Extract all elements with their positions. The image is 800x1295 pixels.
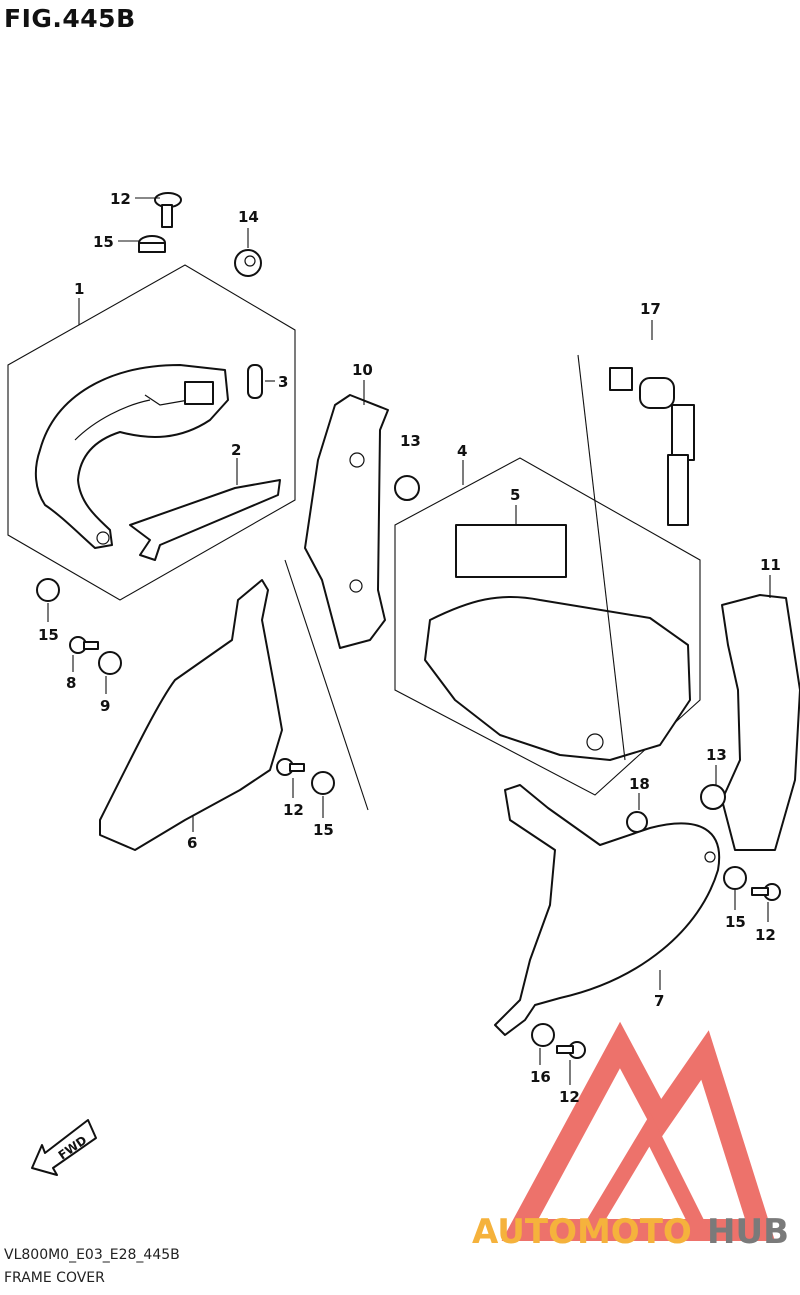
leader-lines [47,197,771,1085]
part-9-collar [98,651,122,675]
part-13-grommet [394,475,420,501]
part-12-screw-top [154,192,182,228]
part-3-collar [247,364,263,399]
callout-15-top: 15 [93,233,114,251]
part-2-bracket [129,479,281,561]
part-1-frame-cover [34,364,229,549]
callout-13-right: 13 [706,746,727,764]
callout-15-left: 15 [38,626,59,644]
watermark-logo [501,1021,775,1241]
callout-10: 10 [352,361,373,379]
reference-line-left [284,559,369,811]
callout-7: 7 [654,992,664,1010]
assembly-outline-4 [394,457,701,796]
callout-3: 3 [278,373,288,391]
part-17-lock-set [609,367,695,526]
part-12-screw-center [276,758,305,776]
callout-14: 14 [238,208,259,226]
assembly-outline-1 [7,264,296,601]
reference-line-right [577,354,626,761]
part-14-grommet [234,249,262,277]
part-4-frame-cover [424,595,691,761]
callout-5: 5 [510,486,520,504]
part-10-bracket [304,394,389,649]
part-11-bracket [721,594,800,851]
part-7-side-cover [494,784,721,1036]
callout-17: 17 [640,300,661,318]
callout-16: 16 [530,1068,551,1086]
part-6-lower-cover [99,579,283,851]
svg-text:HUB: HUB [707,1212,789,1252]
figure-caption: FRAME COVER [4,1270,105,1286]
part-16-collar [531,1023,555,1047]
part-15-grommet-left [36,578,60,602]
watermark-text: AUTOMOTO HUB [472,1212,789,1252]
fwd-arrow-icon: FWD [31,1119,97,1176]
callout-13-center: 13 [400,432,421,450]
callout-12-top: 12 [110,190,131,208]
part-15-grommet-right [723,866,747,890]
callout-1: 1 [74,280,84,298]
part-8-bolt [69,636,99,654]
callout-11: 11 [760,556,781,574]
part-15-grommet-top [138,235,166,253]
callout-12-bottom: 12 [559,1088,580,1106]
callout-18: 18 [629,775,650,793]
part-5-label [455,524,567,578]
callout-12-center: 12 [283,801,304,819]
part-13-grommet-right [700,784,726,810]
callout-4: 4 [457,442,467,460]
svg-text:AUTOMOTO: AUTOMOTO [472,1212,692,1252]
part-12-screw-right [751,883,781,901]
callout-9: 9 [100,697,110,715]
model-code: VL800M0_E03_E28_445B [4,1247,180,1263]
part-15-grommet-center [311,771,335,795]
part-12-screw-bottom [556,1041,586,1059]
callout-6: 6 [187,834,197,852]
callout-15-center: 15 [313,821,334,839]
callout-15-right: 15 [725,913,746,931]
callout-2: 2 [231,441,241,459]
callout-12-right: 12 [755,926,776,944]
callout-labels: 12 15 14 1 3 2 15 8 9 10 13 4 5 17 11 6 … [38,190,781,1106]
figure-title: FIG.445B [4,4,136,33]
callout-8: 8 [66,674,76,692]
